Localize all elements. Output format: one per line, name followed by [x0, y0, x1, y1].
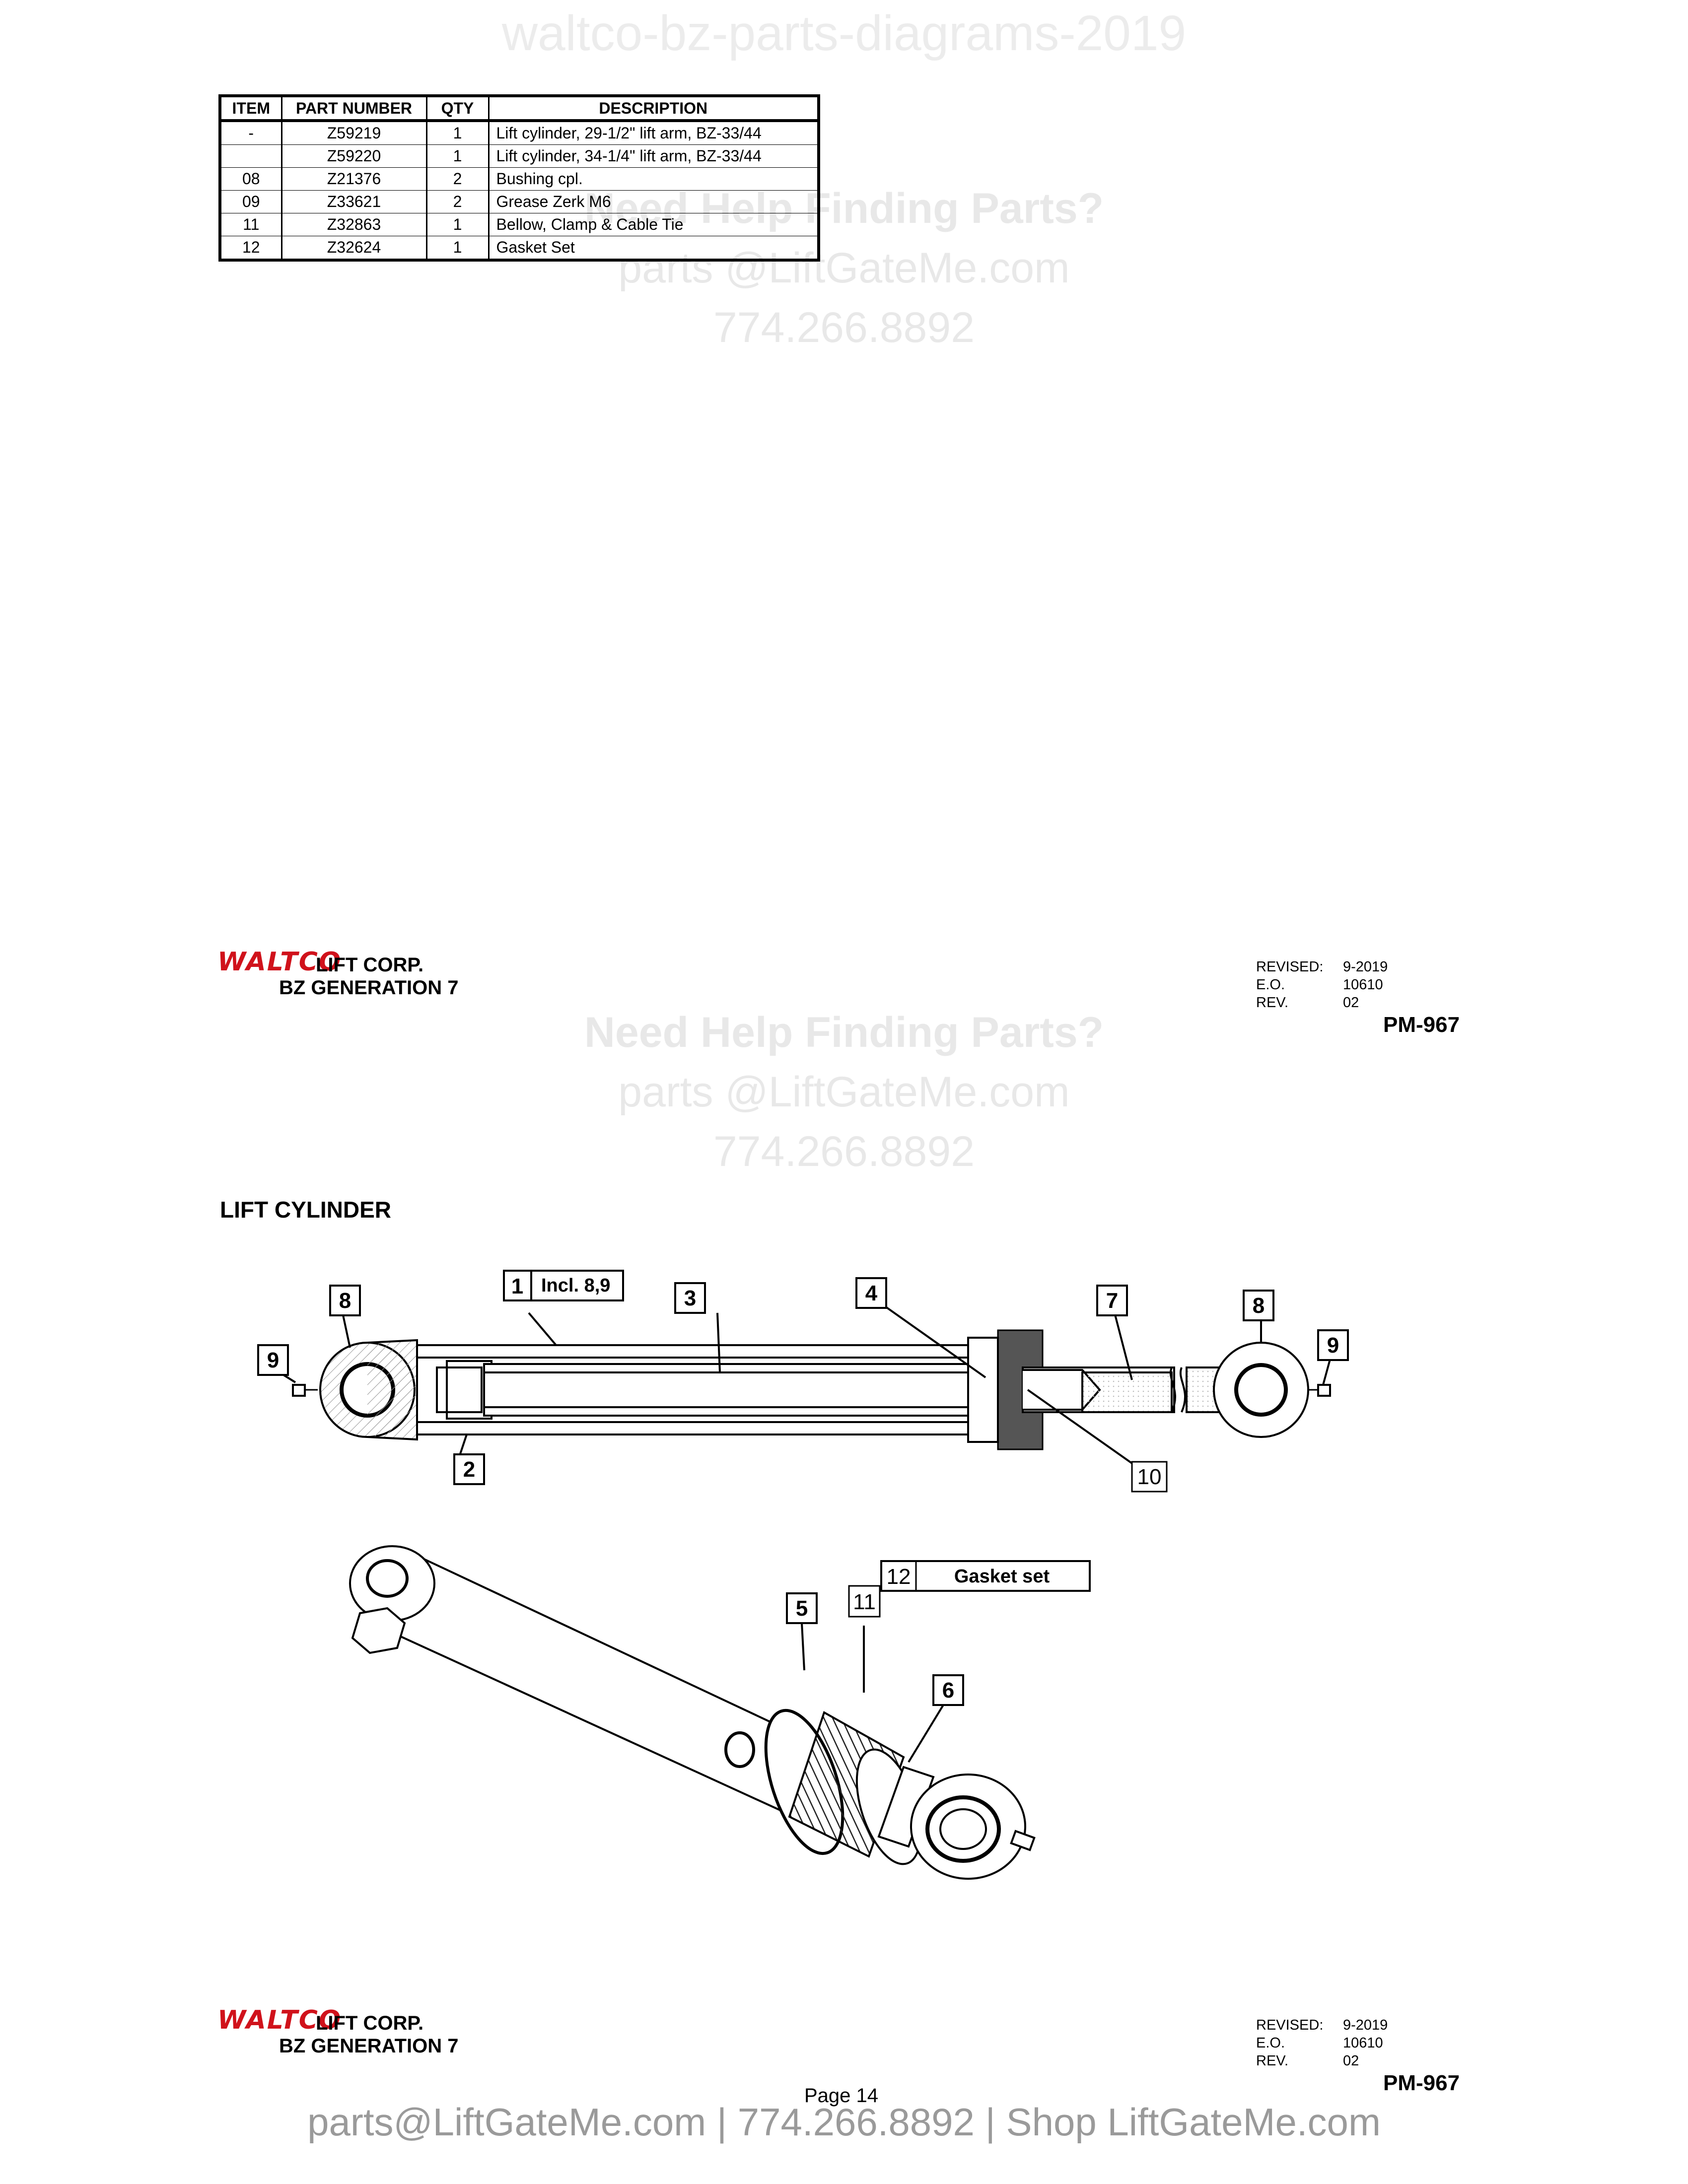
table-row: 08 Z21376 2 Bushing cpl. [219, 167, 820, 191]
cell-part-number: Z21376 [281, 167, 427, 191]
cell-description: Bushing cpl. [488, 167, 820, 191]
callout-10-label: 10 [1137, 1465, 1162, 1489]
cell-part-number: Z32624 [281, 236, 427, 261]
callout-9-label: 9 [1327, 1333, 1339, 1358]
eo-value: 10610 [1343, 2035, 1383, 2051]
eo-label: E.O. [1256, 2035, 1285, 2051]
callout-7: 7 [1096, 1285, 1128, 1316]
revised-label: REVISED: [1256, 2017, 1324, 2033]
lift-cylinder-diagram: 1 Incl. 8,9 3 4 7 8 8 9 9 [257, 1270, 1349, 1880]
rev-label: REV. [1256, 2053, 1289, 2069]
callout-8-right: 8 [1243, 1290, 1274, 1321]
callout-8-label: 8 [339, 1289, 351, 1313]
watermark-email: parts @LiftGateMe.com [618, 1068, 1070, 1116]
callout-5-label: 5 [796, 1596, 808, 1621]
callout-6-label: 6 [942, 1678, 954, 1703]
cell-item: 09 [219, 190, 282, 213]
cell-item: - [219, 121, 282, 145]
cell-description: Grease Zerk M6 [488, 190, 820, 213]
callout-4: 4 [855, 1277, 887, 1309]
waltco-logo: WALTCO [217, 947, 342, 977]
watermark-title: waltco-bz-parts-diagrams-2019 [501, 5, 1187, 61]
header-description: DESCRIPTION [488, 95, 820, 122]
callout-6: 6 [932, 1674, 964, 1706]
company-name: LIFT CORP. [316, 954, 424, 976]
callout-9-left: 9 [257, 1344, 289, 1376]
company-name: LIFT CORP. [316, 2012, 424, 2034]
cell-item: 08 [219, 167, 282, 191]
table-row: 12 Z32624 1 Gasket Set [219, 236, 820, 261]
doc-number: PM-967 [1383, 2071, 1460, 2095]
cell-qty: 1 [425, 144, 490, 168]
rev-value: 02 [1343, 995, 1359, 1011]
section-title: LIFT CYLINDER [220, 1197, 391, 1223]
rev-label: REV. [1256, 995, 1289, 1011]
table-row: 09 Z33621 2 Grease Zerk M6 [219, 190, 820, 213]
callout-11-label: 11 [853, 1590, 876, 1614]
callout-9-right: 9 [1317, 1329, 1349, 1361]
callout-3-label: 3 [684, 1286, 696, 1310]
rev-value: 02 [1343, 2053, 1359, 2069]
callout-2-label: 2 [463, 1457, 475, 1482]
callout-9-label: 9 [267, 1348, 279, 1372]
cell-item: 12 [219, 236, 282, 261]
callout-12-label: 12 [887, 1565, 911, 1589]
cell-part-number: Z59220 [281, 144, 427, 168]
cell-description: Lift cylinder, 29-1/2" lift arm, BZ-33/4… [488, 121, 820, 145]
cell-description: Lift cylinder, 34-1/4" lift arm, BZ-33/4… [488, 144, 820, 168]
callout-4-label: 4 [865, 1281, 878, 1305]
table-header-row: ITEM PART NUMBER QTY DESCRIPTION [219, 95, 820, 122]
header-part-number: PART NUMBER [281, 95, 427, 122]
cell-qty: 2 [425, 190, 490, 213]
callout-12-note: Gasket set [954, 1566, 1050, 1587]
contact-banner[interactable]: parts@LiftGateMe.com | 774.266.8892 | Sh… [307, 2100, 1381, 2144]
revised-value: 9-2019 [1343, 2017, 1388, 2033]
cell-part-number: Z32863 [281, 213, 427, 236]
cell-description: Gasket Set [488, 236, 820, 261]
callout-10: 10 [1131, 1461, 1168, 1493]
model-name: BZ GENERATION 7 [279, 977, 459, 999]
header-item: ITEM [219, 95, 282, 122]
table-row: Z59220 1 Lift cylinder, 34-1/4" lift arm… [219, 144, 820, 168]
cell-description: Bellow, Clamp & Cable Tie [488, 213, 820, 236]
watermark-phone: 774.266.8892 [713, 304, 975, 351]
callout-11: 11 [848, 1585, 881, 1618]
callout-1-note: Incl. 8,9 [541, 1275, 610, 1296]
watermark-block-middle: Need Help Finding Parts? parts @LiftGate… [0, 1003, 1688, 1181]
eo-value: 10610 [1343, 977, 1383, 993]
callout-1: 1 Incl. 8,9 [503, 1270, 624, 1301]
revised-label: REVISED: [1256, 959, 1324, 975]
watermark-help: Need Help Finding Parts? [584, 1009, 1104, 1056]
doc-number: PM-967 [1383, 1013, 1460, 1037]
model-name: BZ GENERATION 7 [279, 2035, 459, 2057]
waltco-logo: WALTCO [217, 2005, 342, 2035]
watermark-phone: 774.266.8892 [713, 1128, 975, 1175]
revised-value: 9-2019 [1343, 959, 1388, 975]
callout-5: 5 [786, 1592, 818, 1624]
table-row: 11 Z32863 1 Bellow, Clamp & Cable Tie [219, 213, 820, 236]
cell-item [219, 144, 282, 168]
cell-part-number: Z33621 [281, 190, 427, 213]
callout-8-label: 8 [1253, 1294, 1265, 1318]
cell-qty: 1 [425, 236, 490, 261]
callout-3: 3 [674, 1282, 706, 1314]
header-qty: QTY [425, 95, 490, 122]
eo-label: E.O. [1256, 977, 1285, 993]
callout-12: 12 Gasket set [880, 1560, 1091, 1592]
table-row: - Z59219 1 Lift cylinder, 29-1/2" lift a… [219, 121, 820, 145]
cell-qty: 1 [425, 121, 490, 145]
cell-qty: 1 [425, 213, 490, 236]
parts-table: ITEM PART NUMBER QTY DESCRIPTION - Z5921… [218, 94, 820, 262]
callout-1-label: 1 [511, 1274, 523, 1298]
callout-7-label: 7 [1106, 1289, 1118, 1313]
cell-qty: 2 [425, 167, 490, 191]
cell-part-number: Z59219 [281, 121, 427, 145]
page-number: Page 14 [804, 2085, 879, 2107]
callout-2: 2 [453, 1453, 485, 1485]
callout-8-left: 8 [329, 1285, 361, 1316]
cell-item: 11 [219, 213, 282, 236]
